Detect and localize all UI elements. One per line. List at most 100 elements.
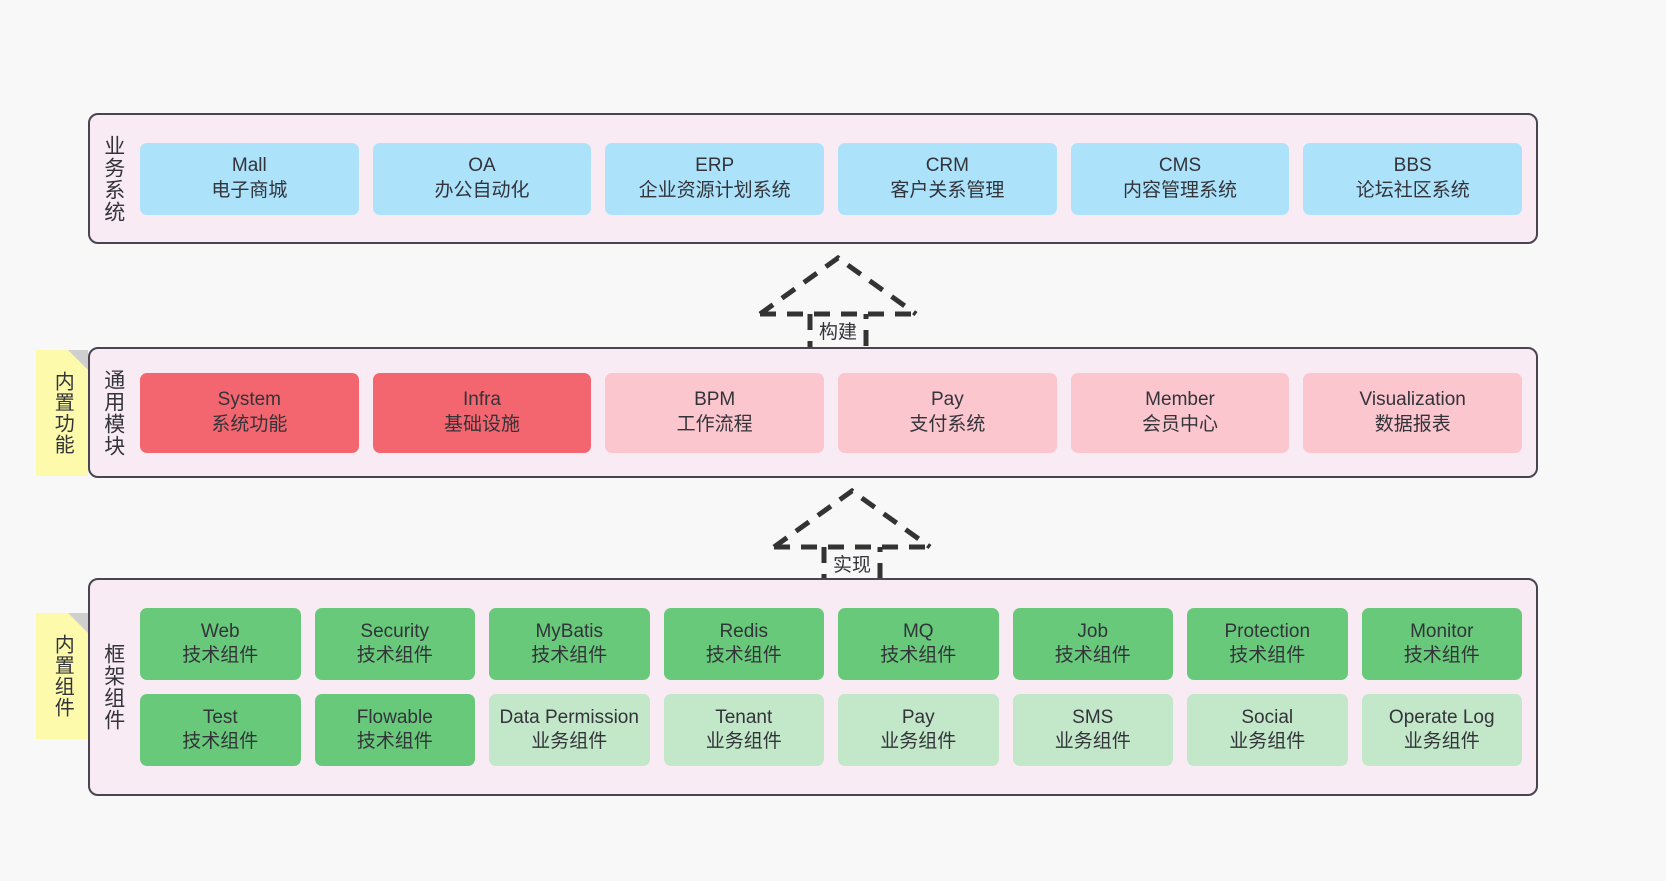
card-bpm[interactable]: BPM 工作流程 bbox=[605, 372, 825, 453]
card-mq[interactable]: MQ 技术组件 bbox=[838, 608, 999, 680]
card-title: Operate Log bbox=[1388, 706, 1495, 728]
arrow-head-triangle bbox=[758, 254, 918, 317]
card-subtitle: 基础设施 bbox=[444, 413, 521, 435]
sticky-note-builtin-components: 内置组件 bbox=[36, 613, 88, 739]
card-mall[interactable]: Mall 电子商城 bbox=[140, 142, 359, 215]
card-subtitle: 系统功能 bbox=[211, 413, 288, 435]
card-redis[interactable]: Redis 技术组件 bbox=[663, 608, 824, 680]
card-operate-log[interactable]: Operate Log 业务组件 bbox=[1361, 694, 1522, 766]
card-title: MQ bbox=[902, 620, 934, 642]
framework-tech-components-row: Web 技术组件 Security 技术组件 MyBatis 技术组件 Redi… bbox=[140, 608, 1522, 680]
card-subtitle: 业务组件 bbox=[531, 731, 608, 752]
card-subtitle: 技术组件 bbox=[182, 645, 259, 666]
folded-corner-icon bbox=[68, 613, 88, 633]
card-sms[interactable]: SMS 业务组件 bbox=[1012, 694, 1173, 766]
card-erp[interactable]: ERP 企业资源计划系统 bbox=[605, 142, 825, 215]
section-common-modules: 通用模块 System 系统功能 Infra 基础设施 BPM 工作流程 Pay… bbox=[88, 347, 1538, 478]
card-monitor[interactable]: Monitor 技术组件 bbox=[1361, 608, 1522, 680]
card-oa[interactable]: OA 办公自动化 bbox=[372, 142, 592, 215]
business-systems-card-list: Mall 电子商城 OA 办公自动化 ERP 企业资源计划系统 CRM 客户关系… bbox=[136, 115, 1536, 242]
card-data-permission[interactable]: Data Permission 业务组件 bbox=[489, 694, 650, 766]
card-title: Monitor bbox=[1410, 620, 1474, 642]
card-mybatis[interactable]: MyBatis 技术组件 bbox=[489, 608, 650, 680]
card-subtitle: 业务组件 bbox=[1054, 731, 1131, 752]
card-subtitle: 数据报表 bbox=[1374, 413, 1451, 435]
card-test[interactable]: Test 技术组件 bbox=[140, 694, 301, 766]
common-modules-card-list: System 系统功能 Infra 基础设施 BPM 工作流程 Pay 支付系统… bbox=[136, 349, 1536, 476]
card-title: Infra bbox=[462, 389, 502, 411]
card-infra[interactable]: Infra 基础设施 bbox=[372, 372, 592, 453]
card-subtitle: 技术组件 bbox=[356, 731, 433, 752]
card-social[interactable]: Social 业务组件 bbox=[1187, 694, 1348, 766]
card-subtitle: 支付系统 bbox=[909, 413, 986, 435]
card-system[interactable]: System 系统功能 bbox=[140, 372, 359, 453]
card-subtitle: 论坛社区系统 bbox=[1355, 179, 1470, 201]
card-title: Mall bbox=[231, 155, 267, 177]
section-business-systems: 业务系统 Mall 电子商城 OA 办公自动化 ERP 企业资源计划系统 CRM… bbox=[88, 113, 1538, 244]
card-flowable[interactable]: Flowable 技术组件 bbox=[314, 694, 475, 766]
card-subtitle: 办公自动化 bbox=[434, 179, 530, 201]
card-subtitle: 技术组件 bbox=[1229, 645, 1306, 666]
card-bbs[interactable]: BBS 论坛社区系统 bbox=[1303, 142, 1523, 215]
card-tenant[interactable]: Tenant 业务组件 bbox=[663, 694, 824, 766]
folded-corner-icon bbox=[68, 350, 88, 370]
card-subtitle: 技术组件 bbox=[182, 731, 259, 752]
card-title: Protection bbox=[1224, 620, 1311, 642]
card-title: Member bbox=[1145, 389, 1215, 411]
card-pay-component[interactable]: Pay 业务组件 bbox=[838, 694, 999, 766]
card-title: CMS bbox=[1158, 155, 1202, 177]
card-title: Web bbox=[200, 620, 240, 642]
sticky-note-text: 内置功能 bbox=[51, 371, 74, 455]
card-security[interactable]: Security 技术组件 bbox=[314, 608, 475, 680]
section-label-business-systems: 业务系统 bbox=[101, 134, 125, 223]
card-subtitle: 会员中心 bbox=[1142, 413, 1219, 435]
card-title: System bbox=[217, 389, 282, 411]
card-title: Pay bbox=[930, 389, 964, 411]
section-label-common-modules: 通用模块 bbox=[101, 368, 125, 457]
card-subtitle: 业务组件 bbox=[705, 731, 782, 752]
card-title: Pay bbox=[901, 706, 935, 728]
card-title: SMS bbox=[1072, 706, 1114, 728]
card-subtitle: 技术组件 bbox=[356, 645, 433, 666]
card-crm[interactable]: CRM 客户关系管理 bbox=[838, 142, 1057, 215]
card-title: Social bbox=[1241, 706, 1294, 728]
card-subtitle: 客户关系管理 bbox=[890, 179, 1005, 201]
card-visualization[interactable]: Visualization 数据报表 bbox=[1303, 372, 1523, 453]
card-title: Data Permission bbox=[499, 706, 639, 728]
card-subtitle: 业务组件 bbox=[1229, 731, 1306, 752]
framework-business-components-row: Test 技术组件 Flowable 技术组件 Data Permission … bbox=[140, 694, 1522, 766]
sticky-note-text: 内置组件 bbox=[51, 634, 74, 718]
card-subtitle: 技术组件 bbox=[1054, 645, 1131, 666]
card-subtitle: 内容管理系统 bbox=[1123, 179, 1238, 201]
card-subtitle: 技术组件 bbox=[880, 645, 957, 666]
card-subtitle: 技术组件 bbox=[531, 645, 608, 666]
card-member[interactable]: Member 会员中心 bbox=[1070, 372, 1290, 453]
card-title: Visualization bbox=[1359, 389, 1466, 411]
section-label-framework-components: 框架组件 bbox=[101, 643, 125, 731]
card-subtitle: 工作流程 bbox=[676, 413, 753, 435]
card-title: CRM bbox=[925, 155, 969, 177]
connector-implement: 实现 bbox=[762, 485, 942, 593]
card-pay-module[interactable]: Pay 支付系统 bbox=[838, 372, 1057, 453]
sticky-note-builtin-functions: 内置功能 bbox=[36, 350, 88, 476]
card-subtitle: 电子商城 bbox=[211, 179, 288, 201]
connector-build: 构建 bbox=[748, 252, 928, 360]
card-web[interactable]: Web 技术组件 bbox=[140, 608, 301, 680]
card-title: MyBatis bbox=[535, 620, 604, 642]
arrow-head-triangle bbox=[772, 487, 932, 550]
card-job[interactable]: Job 技术组件 bbox=[1012, 608, 1173, 680]
card-title: Redis bbox=[719, 620, 769, 642]
card-title: Security bbox=[360, 620, 430, 642]
card-protection[interactable]: Protection 技术组件 bbox=[1187, 608, 1348, 680]
card-subtitle: 业务组件 bbox=[880, 731, 957, 752]
card-title: BBS bbox=[1393, 155, 1432, 177]
section-framework-components: 框架组件 Web 技术组件 Security 技术组件 MyBatis 技术组件… bbox=[88, 578, 1538, 796]
card-subtitle: 业务组件 bbox=[1403, 731, 1480, 752]
card-title: Job bbox=[1077, 620, 1109, 642]
card-subtitle: 企业资源计划系统 bbox=[638, 179, 791, 201]
card-title: OA bbox=[468, 155, 496, 177]
card-cms[interactable]: CMS 内容管理系统 bbox=[1070, 142, 1290, 215]
card-title: Flowable bbox=[356, 706, 433, 728]
card-title: BPM bbox=[694, 389, 736, 411]
